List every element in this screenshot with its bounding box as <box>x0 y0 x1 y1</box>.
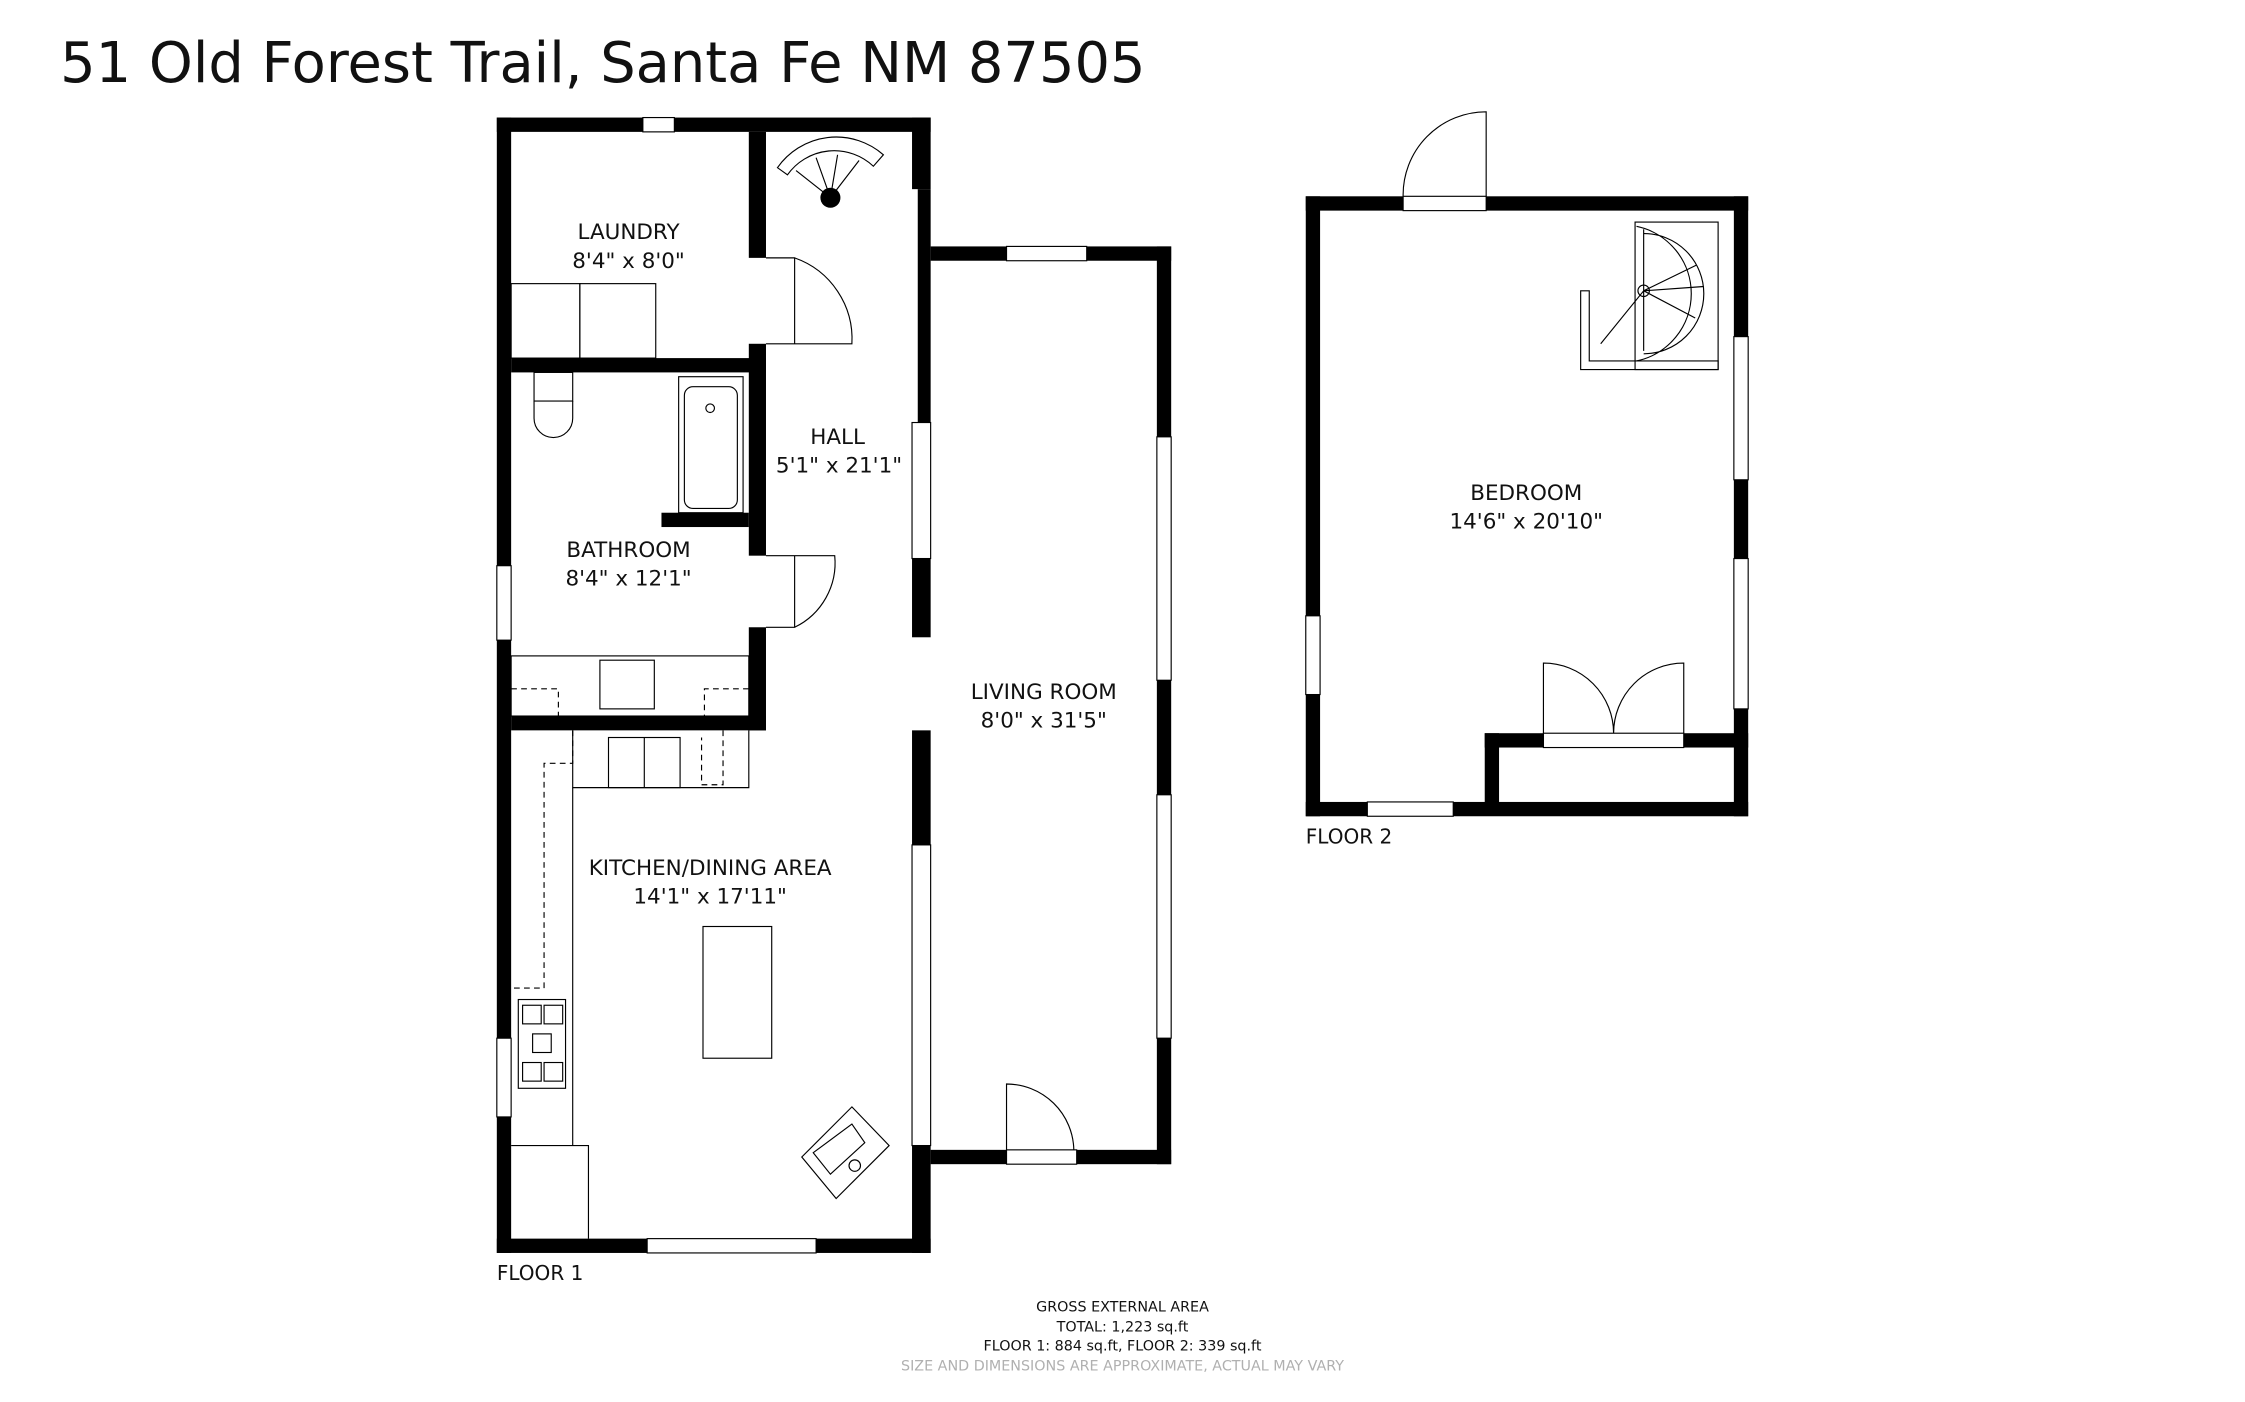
svg-text:8'4" x 8'0": 8'4" x 8'0" <box>572 249 685 274</box>
svg-text:5'1" x 21'1": 5'1" x 21'1" <box>776 454 902 479</box>
svg-text:KITCHEN/DINING AREA: KITCHEN/DINING AREA <box>589 856 832 881</box>
toilet-icon <box>533 371 574 439</box>
stove-icon <box>517 998 567 1089</box>
area-heading: GROSS EXTERNAL AREA <box>1036 1300 1209 1316</box>
svg-text:8'4" x 12'1": 8'4" x 12'1" <box>565 567 691 592</box>
kitchen-island <box>702 925 773 1059</box>
area-summary: GROSS EXTERNAL AREA TOTAL: 1,223 sq.ft F… <box>901 1300 1344 1375</box>
spiral-stair-icon <box>1580 221 1719 371</box>
svg-text:8'0" x 31'5": 8'0" x 31'5" <box>981 708 1107 733</box>
area-breakdown: FLOOR 1: 884 sq.ft, FLOOR 2: 339 sq.ft <box>984 1338 1262 1354</box>
floor-2-label: FLOOR 2 <box>1306 824 1393 848</box>
room-label-bedroom: BEDROOM 14'6" x 20'10" <box>1449 481 1603 535</box>
room-label-kitchen: KITCHEN/DINING AREA 14'1" x 17'11" <box>589 856 832 910</box>
room-label-hall: HALL 5'1" x 21'1" <box>776 425 902 479</box>
floor-1-label: FLOOR 1 <box>497 1261 584 1285</box>
svg-text:LAUNDRY: LAUNDRY <box>577 220 680 245</box>
bathtub-icon <box>678 376 744 514</box>
room-label-bathroom: BATHROOM 8'4" x 12'1" <box>565 538 691 592</box>
area-total: TOTAL: 1,223 sq.ft <box>1056 1320 1189 1336</box>
svg-text:14'1" x 17'11": 14'1" x 17'11" <box>633 885 787 910</box>
spiral-stair-icon <box>776 136 885 208</box>
room-label-living-room: LIVING ROOM 8'0" x 31'5" <box>971 680 1117 734</box>
room-label-laundry: LAUNDRY 8'4" x 8'0" <box>572 220 685 274</box>
floor-1-plan <box>496 116 1172 1254</box>
svg-text:BATHROOM: BATHROOM <box>566 538 690 563</box>
svg-text:14'6" x 20'10": 14'6" x 20'10" <box>1449 509 1603 534</box>
svg-text:HALL: HALL <box>810 425 865 450</box>
fireplace-icon <box>801 1106 890 1200</box>
svg-text:BEDROOM: BEDROOM <box>1470 481 1582 506</box>
area-disclaimer: SIZE AND DIMENSIONS ARE APPROXIMATE, ACT… <box>901 1358 1344 1374</box>
page-title: 51 Old Forest Trail, Santa Fe NM 87505 <box>60 31 1145 96</box>
floor-2-plan <box>1305 111 1749 817</box>
svg-text:LIVING ROOM: LIVING ROOM <box>971 680 1117 705</box>
